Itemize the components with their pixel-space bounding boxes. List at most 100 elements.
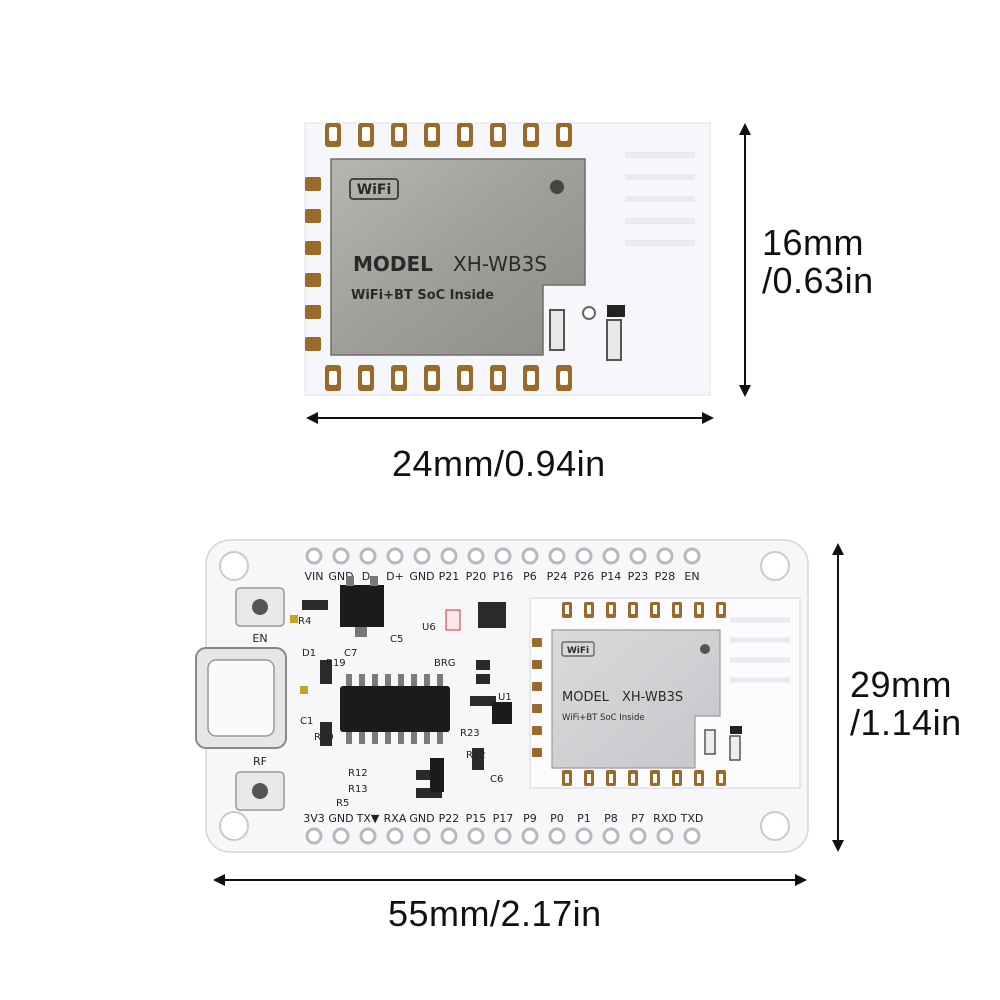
- module-side-pad: [305, 209, 321, 223]
- bottom-header-pin: [413, 827, 431, 845]
- top-header-pin: [683, 547, 701, 565]
- component-label: BRG: [434, 658, 456, 669]
- bottom-pin-label: TXD: [680, 812, 704, 825]
- top-header-pin: [494, 547, 512, 565]
- top-header-pin: [413, 547, 431, 565]
- top-header-pin: [467, 547, 485, 565]
- bottom-header-pin: [359, 827, 377, 845]
- bottom-pin-label: RXA: [384, 812, 407, 825]
- module-shield: [330, 158, 586, 356]
- bottom-pin-label: 3V3: [303, 812, 325, 825]
- component-label: D1: [302, 648, 316, 659]
- component-label: R23: [460, 728, 480, 739]
- bottom-header-pin: [683, 827, 701, 845]
- board-width-label: 55mm/2.17in: [388, 893, 602, 934]
- bottom-pin-label: P15: [466, 812, 487, 825]
- top-header-pin: [656, 547, 674, 565]
- module-side-pad: [305, 273, 321, 287]
- module-width-label: 24mm/0.94in: [392, 443, 606, 484]
- onboard-model-label: MODEL: [562, 690, 610, 705]
- component-label: R12: [348, 768, 368, 779]
- top-header-pin: [359, 547, 377, 565]
- module-height-mm: 16mm: [762, 222, 865, 263]
- bottom-header-pin: [521, 827, 539, 845]
- top-pin-label: P14: [601, 570, 622, 583]
- component-label: C5: [390, 634, 403, 645]
- top-header-pin: [629, 547, 647, 565]
- component-label: U6: [422, 622, 436, 633]
- board-height-in: /1.14in: [850, 702, 962, 743]
- bottom-pin-label: P22: [439, 812, 460, 825]
- component-label: C6: [490, 774, 503, 785]
- component-label: U1: [498, 692, 512, 703]
- module-model-label: MODEL: [353, 252, 433, 276]
- component-label: R5: [336, 798, 349, 809]
- top-pin-label: VIN: [305, 570, 324, 583]
- bottom-header-pin: [467, 827, 485, 845]
- bottom-pin-label: P1: [577, 812, 591, 825]
- top-pin-label: P20: [466, 570, 487, 583]
- bottom-pin-label: P17: [493, 812, 514, 825]
- bottom-header-pin: [656, 827, 674, 845]
- top-pin-label: P26: [574, 570, 595, 583]
- top-pin-label: P24: [547, 570, 568, 583]
- top-pin-label: P6: [523, 570, 537, 583]
- bottom-pin-label: RXD: [653, 812, 677, 825]
- top-header-pin: [602, 547, 620, 565]
- top-header-pin: [548, 547, 566, 565]
- onboard-wifi-logo: WiFi: [567, 646, 589, 656]
- component-label: R19: [326, 658, 346, 669]
- onboard-subtitle: WiFi+BT SoC Inside: [562, 713, 645, 723]
- bottom-pin-label: P7: [631, 812, 645, 825]
- wifi-logo: WiFi: [357, 182, 392, 198]
- top-header-pin: [575, 547, 593, 565]
- module-side-pad: [305, 337, 321, 351]
- module-side-pad: [305, 241, 321, 255]
- board-height-mm: 29mm: [850, 664, 953, 705]
- component-label: R20: [314, 732, 334, 743]
- top-pin-label: P28: [655, 570, 676, 583]
- bottom-pin-label: P9: [523, 812, 537, 825]
- bottom-header-pin: [602, 827, 620, 845]
- bottom-pin-label: GND: [328, 812, 353, 825]
- bottom-header-pin: [386, 827, 404, 845]
- module-subtitle: WiFi+BT SoC Inside: [351, 288, 494, 303]
- bottom-pin-label: P0: [550, 812, 564, 825]
- top-header-pin: [386, 547, 404, 565]
- top-header-pin: [305, 547, 323, 565]
- top-pin-label: GND: [409, 570, 434, 583]
- module-side-pad: [305, 177, 321, 191]
- top-pin-label: P23: [628, 570, 649, 583]
- top-header-pin: [521, 547, 539, 565]
- module-height-in: /0.63in: [762, 260, 874, 301]
- bottom-header-pin: [575, 827, 593, 845]
- component-label: R22: [466, 750, 486, 761]
- bottom-pin-label: TX▼: [356, 812, 380, 825]
- wifi-module-image: WiFi MODEL XH-WB3S WiFi+BT SoC Inside: [304, 122, 711, 396]
- bottom-header-pin: [440, 827, 458, 845]
- bottom-pin-label: GND: [409, 812, 434, 825]
- component-label: R13: [348, 784, 368, 795]
- rf-button-label: RF: [253, 755, 267, 768]
- component-label: C1: [300, 716, 313, 727]
- bottom-header-pin: [629, 827, 647, 845]
- module-side-pad: [305, 305, 321, 319]
- top-pin-label: D+: [386, 570, 404, 583]
- bottom-pin-label: P8: [604, 812, 618, 825]
- top-pin-label: EN: [684, 570, 699, 583]
- top-header-pin: [440, 547, 458, 565]
- bottom-header-pin: [548, 827, 566, 845]
- top-header-pin: [332, 547, 350, 565]
- top-pin-label: P16: [493, 570, 514, 583]
- bottom-header-pin: [494, 827, 512, 845]
- voltage-regulator: [340, 585, 384, 627]
- bottom-header-pin: [305, 827, 323, 845]
- component-label: C7: [344, 648, 357, 659]
- en-button-label: EN: [252, 632, 267, 645]
- module-model-name: XH-WB3S: [453, 252, 547, 276]
- onboard-wifi-module: WiFi MODEL XH-WB3S WiFi+BT SoC Inside: [529, 597, 801, 789]
- component-label: R4: [298, 616, 311, 627]
- bottom-header-pin: [332, 827, 350, 845]
